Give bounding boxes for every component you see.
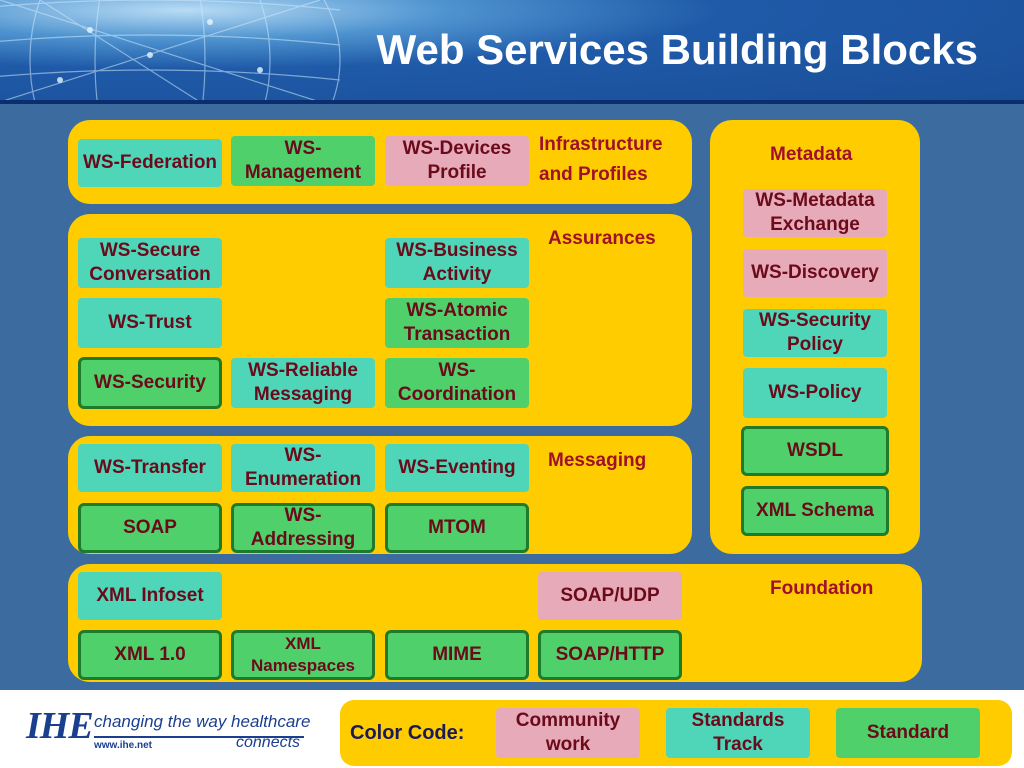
ws-policy-block: WS-Policy: [743, 368, 887, 418]
ws-management-block: WS-Management: [231, 136, 375, 186]
xml-schema-block: XML Schema: [741, 486, 889, 536]
ws-atomic-transaction-block: WS-Atomic Transaction: [385, 298, 529, 348]
foundation-label: Foundation: [770, 578, 874, 599]
xml-1-0-block: XML 1.0: [78, 630, 222, 680]
legend-title: Color Code:: [350, 722, 465, 744]
ws-discovery-block: WS-Discovery: [743, 249, 887, 297]
ws-coordination-block: WS-Coordination: [385, 358, 529, 408]
ihe-logo-url: www.ihe.net: [94, 740, 152, 751]
ws-devices-profile-block: WS-Devices Profile: [385, 136, 529, 186]
mime-block: MIME: [385, 630, 529, 680]
ihe-logo-connects: connects: [236, 734, 301, 751]
ws-transfer-block: WS-Transfer: [78, 444, 222, 492]
globe-graphic: [0, 0, 341, 102]
ws-metadata-exchange-block: WS-Metadata Exchange: [743, 189, 887, 237]
ws-enumeration-block: WS-Enumeration: [231, 444, 375, 492]
ws-secure-conversation-block: WS-Secure Conversation: [78, 238, 222, 288]
assurances-label: Assurances: [548, 228, 656, 249]
xml-namespaces-block: XML Namespaces: [231, 630, 375, 680]
ws-reliable-messaging-block: WS-Reliable Messaging: [231, 358, 375, 408]
xml-infoset-block: XML Infoset: [78, 572, 222, 620]
ws-eventing-block: WS-Eventing: [385, 444, 529, 492]
header-banner: Web Services Building Blocks: [0, 0, 1024, 102]
mtom-block: MTOM: [385, 503, 529, 553]
soap-http-block: SOAP/HTTP: [538, 630, 682, 680]
messaging-label: Messaging: [548, 450, 647, 471]
ihe-logo: IHE changing the way healthcare www.ihe.…: [22, 700, 312, 758]
legend-standard: Standard: [836, 708, 980, 758]
ihe-logo-mark: IHE: [26, 705, 94, 747]
ws-security-policy-block: WS-Security Policy: [743, 309, 887, 357]
soap-block: SOAP: [78, 503, 222, 553]
color-code-legend: Color Code: Community work Standards Tra…: [340, 700, 1012, 766]
ws-addressing-block: WS-Addressing: [231, 503, 375, 553]
ws-trust-block: WS-Trust: [78, 298, 222, 348]
ws-security-block: WS-Security: [78, 357, 222, 409]
metadata-label: Metadata: [770, 144, 853, 165]
ihe-logo-tagline: changing the way healthcare: [94, 712, 311, 731]
ihe-logo-rule: [94, 736, 304, 738]
legend-standards-track: Standards Track: [666, 708, 810, 758]
wsdl-block: WSDL: [741, 426, 889, 476]
legend-community-work: Community work: [496, 708, 640, 758]
soap-udp-block: SOAP/UDP: [538, 572, 682, 620]
ws-federation-block: WS-Federation: [78, 139, 222, 187]
infrastructure-label: Infrastructure and Profiles: [539, 134, 663, 185]
ws-business-activity-block: WS-Business Activity: [385, 238, 529, 288]
page-title: Web Services Building Blocks: [376, 26, 978, 73]
header-divider: [0, 100, 1024, 104]
